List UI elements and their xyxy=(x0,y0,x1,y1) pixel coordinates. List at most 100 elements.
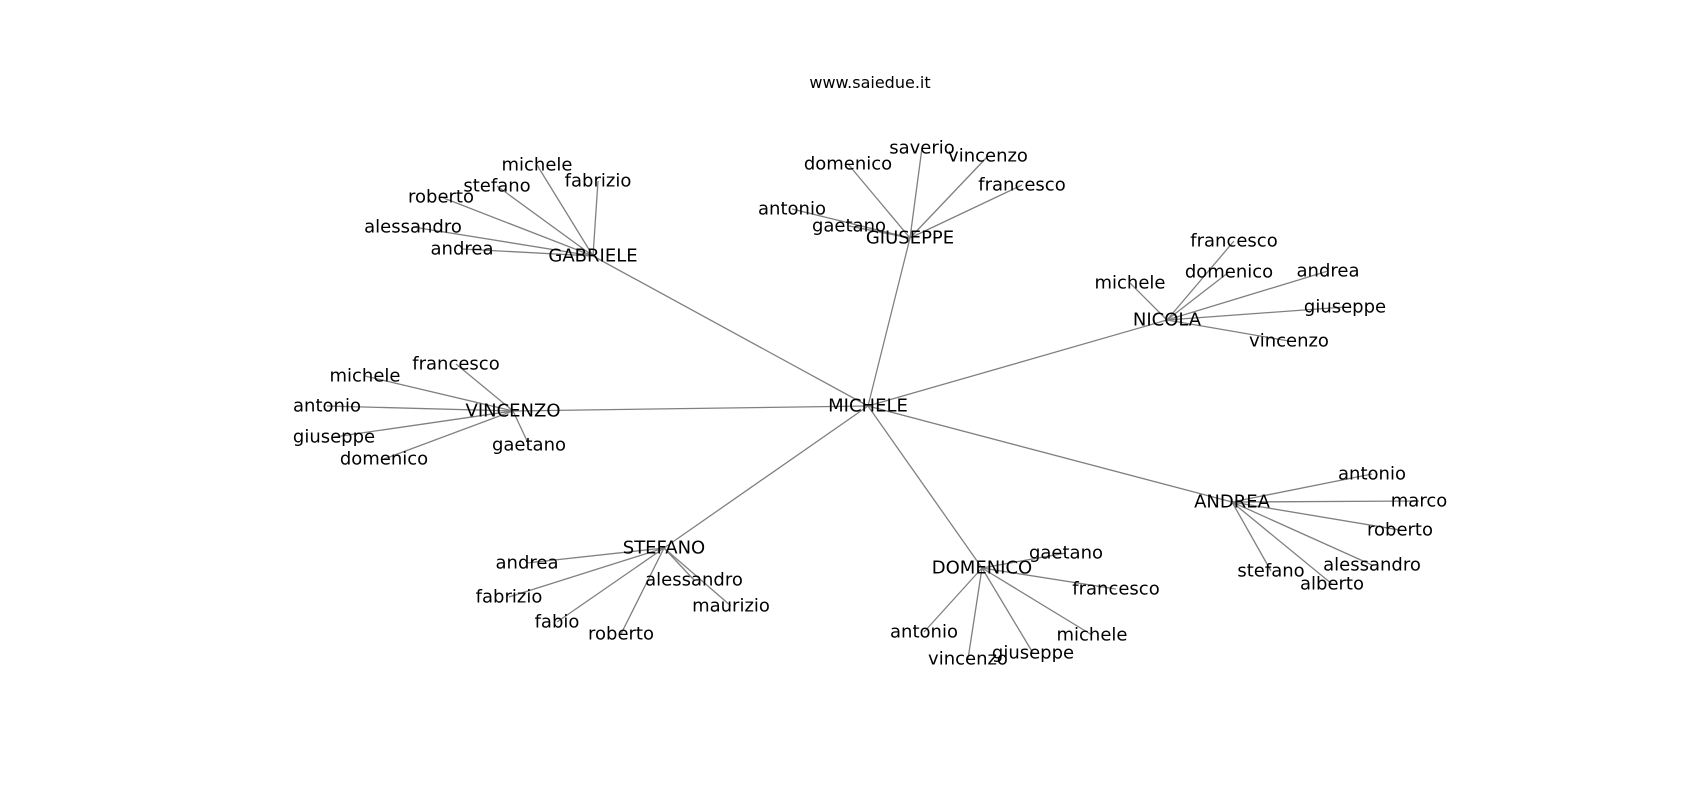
edge-hub-leaf xyxy=(909,155,989,239)
edge-hub-leaf xyxy=(791,208,911,239)
leaf-node-label: fabio xyxy=(535,612,580,633)
hub-node-label: STEFANO xyxy=(623,538,705,559)
edge-hub-leaf xyxy=(508,547,665,598)
edge-root-hub xyxy=(867,405,1233,503)
edge-hub-leaf xyxy=(364,375,514,412)
edge-hub-leaf xyxy=(663,547,732,607)
leaf-node-label: antonio xyxy=(1338,464,1406,485)
edge-root-hub xyxy=(512,405,869,412)
leaf-node-label: saverio xyxy=(889,138,955,159)
leaf-node-label: gaetano xyxy=(492,435,566,456)
edge-hub-leaf xyxy=(1166,319,1290,342)
edge-hub-leaf xyxy=(1231,501,1333,585)
leaf-node-label: michele xyxy=(502,155,573,176)
edge-hub-leaf xyxy=(981,567,1034,654)
edge-hub-leaf xyxy=(1231,501,1373,566)
edge-hub-leaf xyxy=(440,196,594,257)
hub-node-label: GIUSEPPE xyxy=(866,228,954,249)
leaf-node-label: antonio xyxy=(758,199,826,220)
leaf-node-label: vincenzo xyxy=(948,146,1028,167)
edges-layer xyxy=(326,147,1420,660)
leaf-node-label: gaetano xyxy=(1029,543,1103,564)
leaf-node-label: maurizio xyxy=(692,596,770,617)
edge-hub-leaf xyxy=(556,547,665,623)
edge-root-hub xyxy=(867,405,983,569)
leaf-node-label: vincenzo xyxy=(1249,331,1329,352)
site-title: www.saiedue.it xyxy=(809,73,930,92)
leaf-node-label: francesco xyxy=(1072,579,1159,600)
leaf-node-label: stefano xyxy=(1237,561,1304,582)
edge-hub-leaf xyxy=(909,184,1023,239)
leaf-node-label: giuseppe xyxy=(1304,297,1386,318)
edge-hub-leaf xyxy=(1231,501,1272,572)
edge-hub-leaf xyxy=(1231,500,1420,503)
edge-hub-leaf xyxy=(455,363,514,412)
edge-hub-leaf xyxy=(536,164,594,257)
edge-root-hub xyxy=(867,237,911,407)
hub-node-label: ANDREA xyxy=(1194,492,1271,513)
edge-hub-leaf xyxy=(592,180,599,257)
edge-hub-leaf xyxy=(1166,306,1346,321)
root-node-label: MICHELE xyxy=(828,396,908,417)
leaf-node-label: stefano xyxy=(463,176,530,197)
leaf-node-label: michele xyxy=(1095,273,1166,294)
edge-hub-leaf xyxy=(412,226,594,257)
edge-hub-leaf xyxy=(981,567,1117,590)
leaf-node-label: francesco xyxy=(412,354,499,375)
edge-hub-leaf xyxy=(1129,282,1168,321)
edge-hub-leaf xyxy=(526,547,665,564)
edge-hub-leaf xyxy=(847,163,911,239)
leaf-node-label: antonio xyxy=(293,396,361,417)
hub-node-label: NICOLA xyxy=(1133,310,1202,331)
edge-hub-leaf xyxy=(1231,473,1373,503)
edge-hub-leaf xyxy=(620,547,665,635)
edge-hub-leaf xyxy=(981,552,1067,569)
leaf-node-label: michele xyxy=(330,366,401,387)
leaf-node-label: alessandro xyxy=(1323,555,1421,576)
leaf-node-label: alessandro xyxy=(364,217,462,238)
leaf-node-label: michele xyxy=(1057,625,1128,646)
edge-hub-leaf xyxy=(512,410,530,446)
edge-hub-leaf xyxy=(383,410,514,460)
hub-node-label: GABRIELE xyxy=(548,246,637,267)
leaf-node-label: fabrizio xyxy=(565,171,632,192)
leaf-node-label: andrea xyxy=(1297,261,1360,282)
leaf-node-label: francesco xyxy=(1190,231,1277,252)
edge-root-hub xyxy=(663,405,869,549)
leaf-node-label: andrea xyxy=(431,239,494,260)
edge-hub-leaf xyxy=(326,405,514,412)
leaf-node-label: andrea xyxy=(496,553,559,574)
edge-hub-leaf xyxy=(981,567,1093,636)
edge-root-hub xyxy=(592,255,869,407)
hub-node-label: VINCENZO xyxy=(466,401,561,422)
edge-hub-leaf xyxy=(967,567,983,660)
edge-hub-leaf xyxy=(663,547,695,581)
leaf-node-label: alberto xyxy=(1300,574,1364,595)
edge-hub-leaf xyxy=(848,225,911,239)
leaf-node-label: domenico xyxy=(1185,262,1273,283)
leaf-node-label: gaetano xyxy=(812,216,886,237)
leaf-node-label: vincenzo xyxy=(928,649,1008,670)
leaf-node-label: marco xyxy=(1391,491,1447,512)
leaf-node-label: fabrizio xyxy=(476,587,543,608)
leaf-node-label: francesco xyxy=(978,175,1065,196)
leaf-node-label: domenico xyxy=(340,449,428,470)
leaf-node-label: alessandro xyxy=(645,570,743,591)
leaf-node-label: antonio xyxy=(890,622,958,643)
edge-hub-leaf xyxy=(1166,271,1230,321)
edge-hub-leaf xyxy=(333,410,514,438)
edge-hub-leaf xyxy=(461,248,594,257)
leaf-node-label: roberto xyxy=(1367,520,1433,541)
edge-hub-leaf xyxy=(909,147,923,239)
edge-root-hub xyxy=(867,319,1168,407)
leaf-node-label: domenico xyxy=(804,154,892,175)
leaf-node-label: roberto xyxy=(588,624,654,645)
edge-hub-leaf xyxy=(923,567,983,633)
leaf-node-label: giuseppe xyxy=(293,427,375,448)
edge-hub-leaf xyxy=(1231,501,1401,531)
edge-hub-leaf xyxy=(496,185,594,257)
edge-hub-leaf xyxy=(1166,270,1329,321)
edge-hub-leaf xyxy=(1166,240,1235,321)
